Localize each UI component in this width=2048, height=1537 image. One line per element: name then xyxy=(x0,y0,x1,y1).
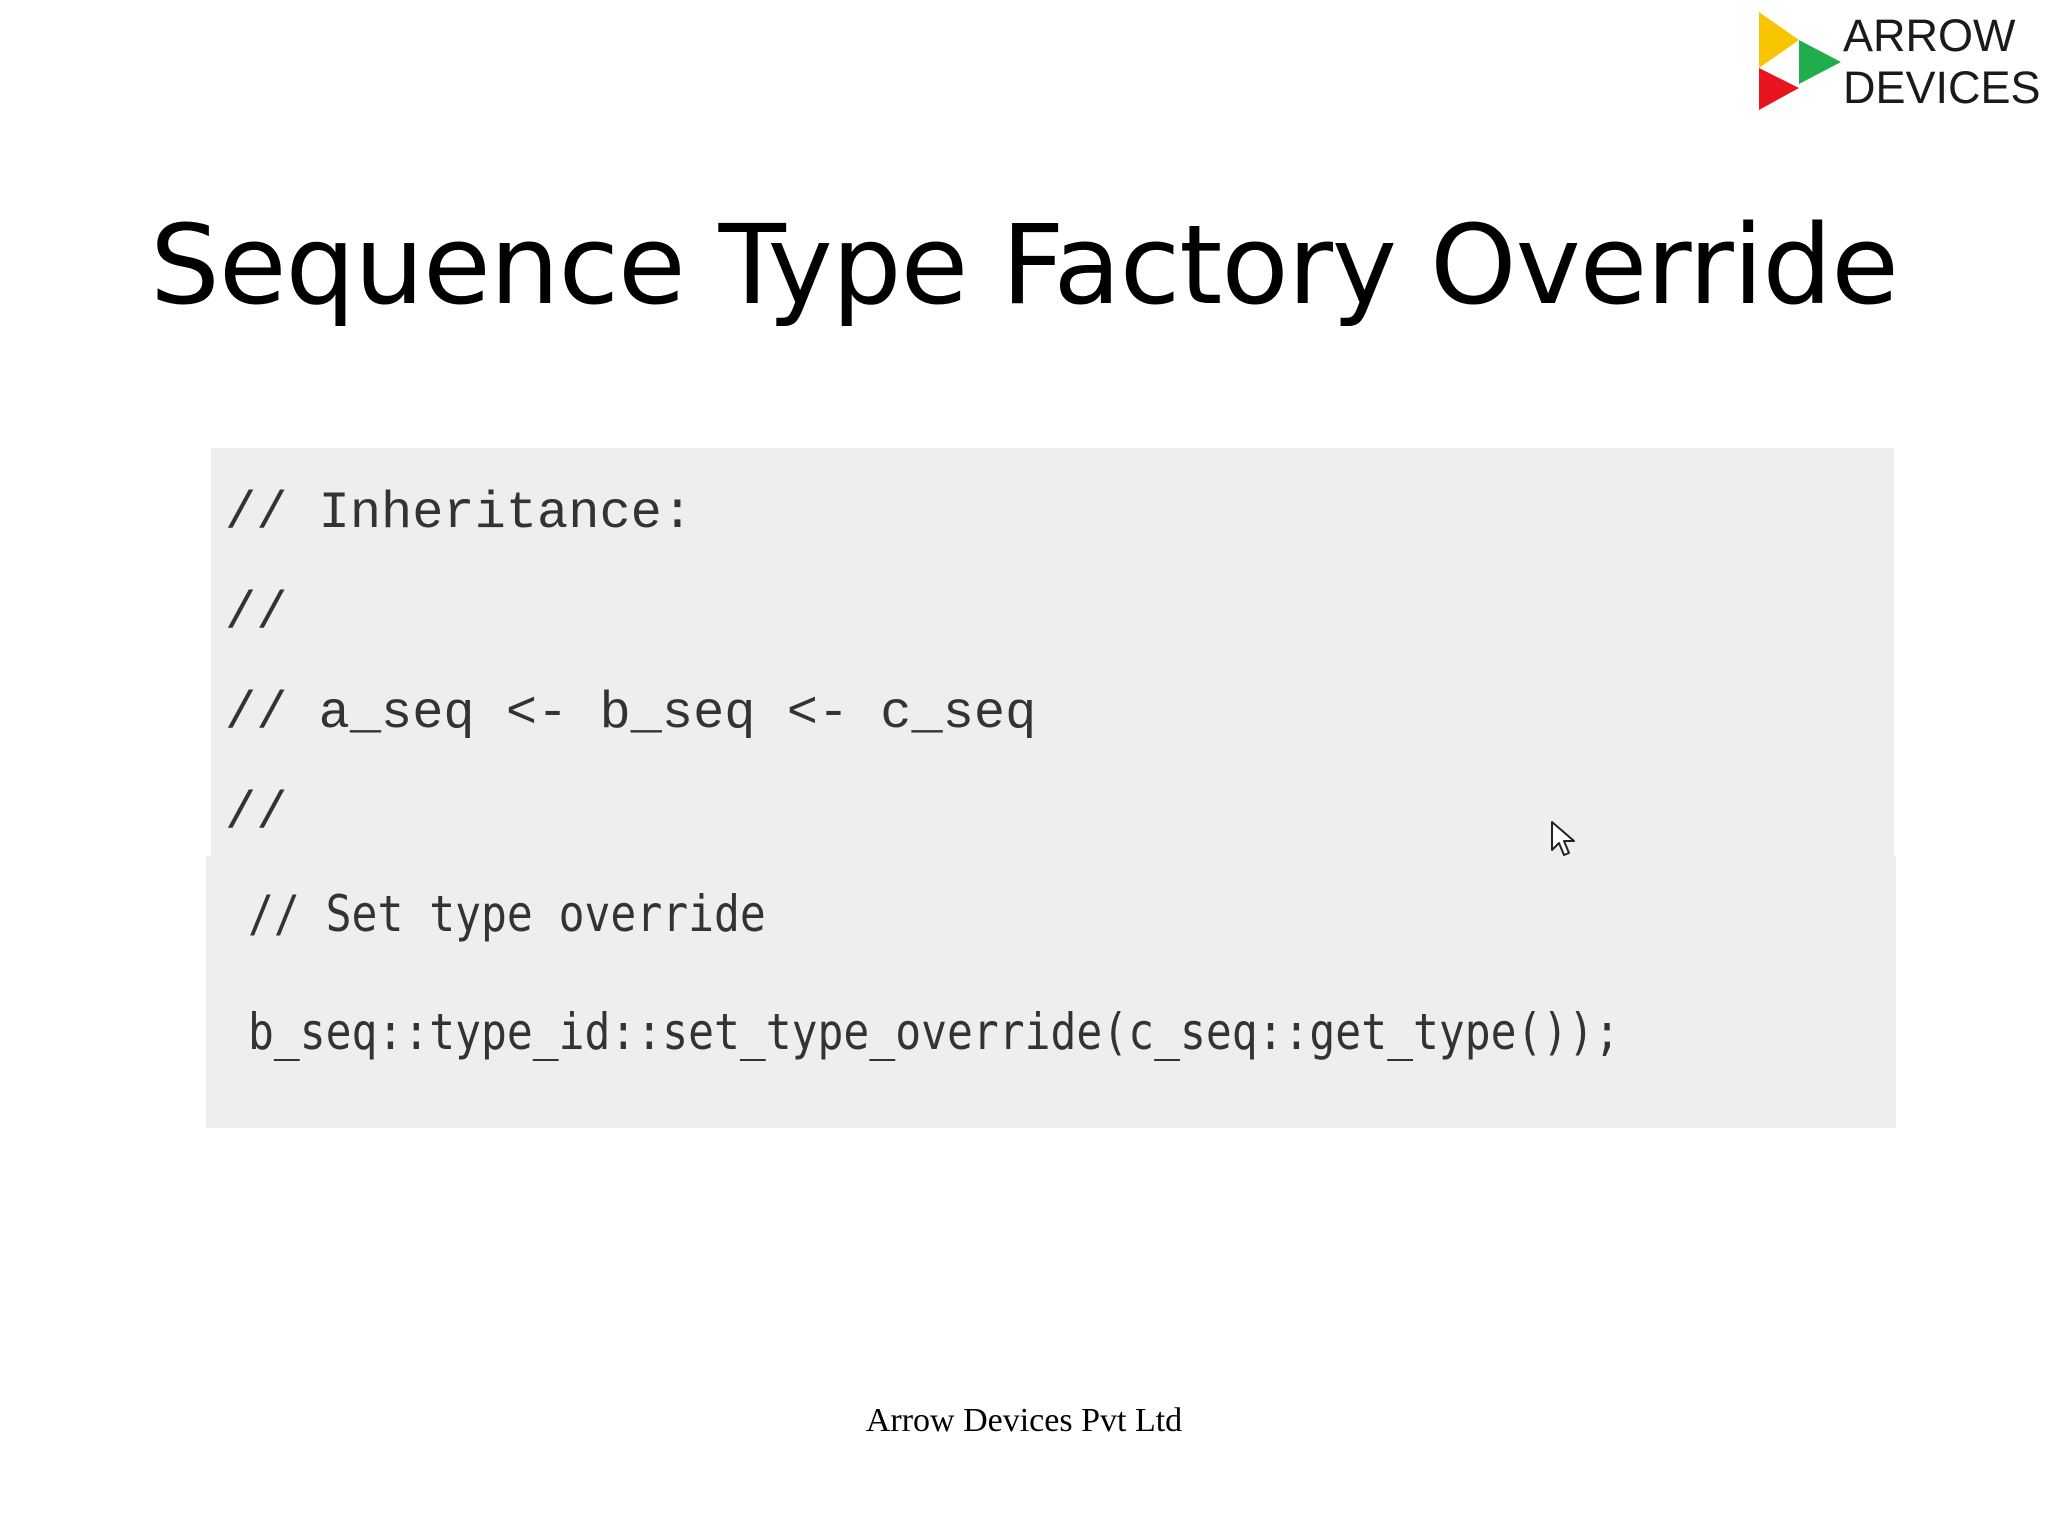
arrow-logo-icon xyxy=(1759,12,1841,110)
arrow-devices-logo: ARROW DEVICES xyxy=(1755,10,2045,114)
code-line: // a_seq <- b_seq <- c_seq xyxy=(225,684,1037,743)
code-line: // Inheritance: xyxy=(225,484,694,543)
logo-text-line1: ARROW xyxy=(1843,10,2016,61)
code-block-inheritance: // Inheritance: // // a_seq <- b_seq <- … xyxy=(211,448,1894,858)
footer-company-name: Arrow Devices Pvt Ltd xyxy=(865,1402,1183,1439)
code-line: // Set type override xyxy=(248,885,766,943)
code-line: // xyxy=(225,584,288,643)
code-line: // xyxy=(225,784,288,843)
slide-title: Sequence Type Factory Override xyxy=(150,201,1899,329)
mouse-pointer-icon xyxy=(1551,821,1575,856)
logo-text-line2: DEVICES xyxy=(1843,62,2041,113)
logo-text: ARROW DEVICES xyxy=(1843,10,2041,114)
code-block-override: // Set type override b_seq::type_id::set… xyxy=(206,856,1896,1128)
code-line: b_seq::type_id::set_type_override(c_seq:… xyxy=(248,1003,1621,1061)
